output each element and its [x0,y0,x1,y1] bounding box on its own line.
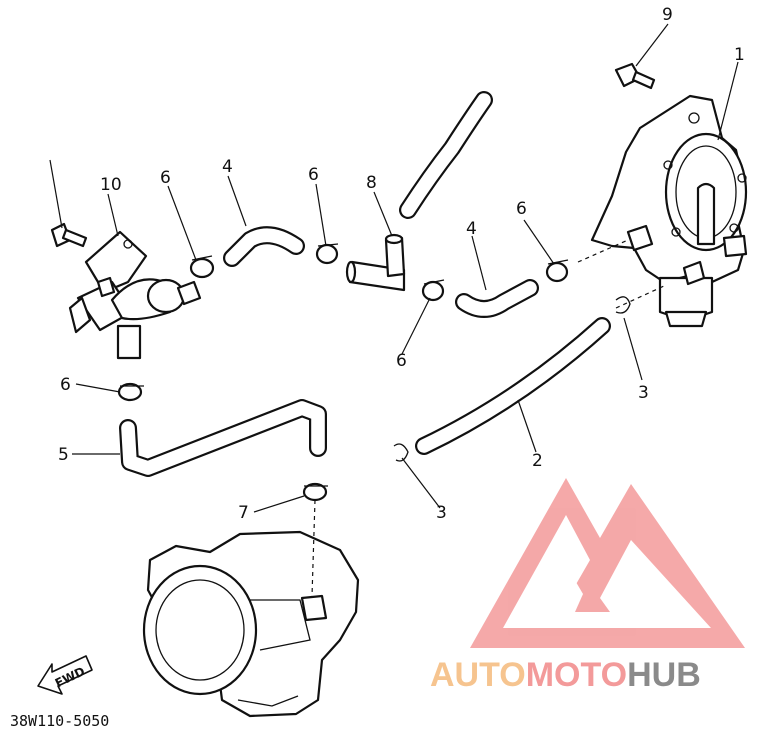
drawing-code: 38W110-5050 [10,712,109,730]
callout-4: 4 [222,157,233,177]
callout-1: 1 [734,45,745,65]
hose-4-left [223,226,305,267]
callout-4: 4 [466,219,477,239]
t-joint-part [345,233,406,292]
carburetor-part [142,530,360,718]
clip-part [315,243,339,265]
watermark-logo-icon [470,478,745,648]
fuel-valve-part [68,230,202,360]
callout-6: 7 [238,503,249,523]
callout-9: 10 [100,175,122,195]
fwd-arrow-icon: FWD [37,655,93,695]
callout-8: 9 [662,5,673,25]
clip-part [189,255,215,279]
clip-part [302,482,328,502]
screw-part [50,222,88,248]
watermark-moto: MOTO [526,656,627,694]
callout-6: 6 [60,375,71,395]
callout-2: 2 [532,451,543,471]
callout-6: 6 [160,168,171,188]
clip-part [117,382,144,402]
callout-3: 3 [638,383,649,403]
clip-part [421,279,445,302]
hose-5 [119,399,327,477]
hose-top-right [399,91,493,219]
callout-3: 3 [436,503,447,523]
callout-6: 6 [308,165,319,185]
hose-2 [415,317,611,455]
watermark-text: AUTOMOTOHUB [430,656,701,694]
clip-part [545,259,569,283]
watermark-auto: AUTO [430,656,526,694]
callout-7: 8 [366,173,377,193]
callout-6: 6 [516,199,527,219]
callout-6: 6 [396,351,407,371]
fuel-pump-part [590,94,748,328]
hose-4-right [455,279,539,318]
clamp-part [393,443,409,462]
bolt-part [614,62,656,90]
watermark-hub: HUB [627,656,701,694]
clamp-part [615,296,631,314]
callout-5: 5 [58,445,69,465]
